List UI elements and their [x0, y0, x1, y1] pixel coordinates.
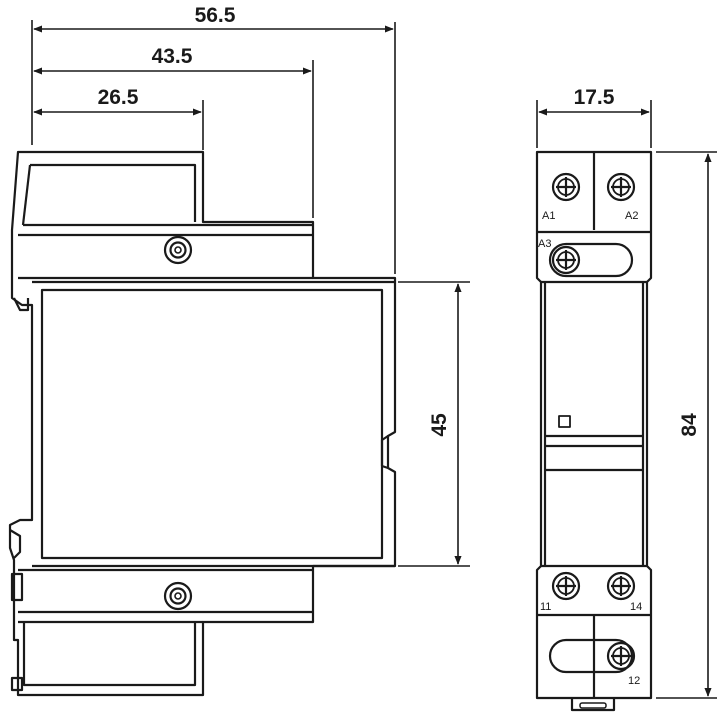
terminal-label-14: 14: [630, 601, 642, 613]
terminal-screw-11-icon: [551, 571, 581, 601]
side-view-screw-top: [163, 235, 193, 265]
terminal-screw-a2-icon: [606, 172, 636, 202]
terminal-screw-a1-icon: [551, 172, 581, 202]
front-view-dimension-lines: [536, 100, 717, 699]
dim-label-26-5: 26.5: [98, 86, 139, 109]
terminal-screw-a3-icon: [551, 245, 581, 275]
front-view-inner-sides: [543, 282, 645, 566]
terminal-label-a1: A1: [542, 210, 555, 222]
din-clip-slot: [579, 702, 607, 709]
terminal-label-11: 11: [540, 601, 551, 613]
dim-label-43-5: 43.5: [152, 45, 193, 68]
side-view-notch: [380, 435, 389, 470]
dimension-lines: [31, 20, 470, 567]
side-view-lower-band: [18, 568, 313, 614]
dim-label-45: 45: [428, 413, 451, 437]
side-view-outline: [8, 150, 397, 697]
side-view-upper-band: [18, 233, 313, 280]
status-led-icon: [558, 415, 571, 428]
terminal-label-a3: A3: [538, 238, 551, 250]
side-view-upper-inner: [30, 163, 197, 222]
side-view-clip-top: [13, 297, 30, 312]
dim-label-17-5: 17.5: [574, 86, 615, 109]
side-view: [8, 150, 397, 697]
a3-terminal-slot: [548, 242, 634, 278]
bottom-terminal-slot: [548, 638, 634, 674]
din-clip: [570, 698, 616, 712]
side-view-upper-slant: [21, 164, 32, 226]
side-view-clip-bottom: [9, 529, 22, 559]
side-view-clip-slot: [10, 572, 24, 602]
side-view-front-panel: [40, 288, 384, 560]
terminal-label-12: 12: [628, 675, 640, 687]
dim-label-84: 84: [678, 413, 701, 437]
terminal-label-a2: A2: [625, 210, 638, 222]
side-view-lower-inner: [18, 620, 203, 687]
side-view-front-panel-outer: [32, 280, 395, 568]
front-view: [535, 150, 653, 712]
terminal-screw-12-icon: [606, 641, 636, 671]
side-view-foot: [10, 676, 24, 692]
side-view-screw-bottom: [163, 581, 193, 611]
terminal-screw-14-icon: [606, 571, 636, 601]
front-view-band-3: [545, 434, 643, 448]
dim-label-56-5: 56.5: [195, 4, 236, 27]
